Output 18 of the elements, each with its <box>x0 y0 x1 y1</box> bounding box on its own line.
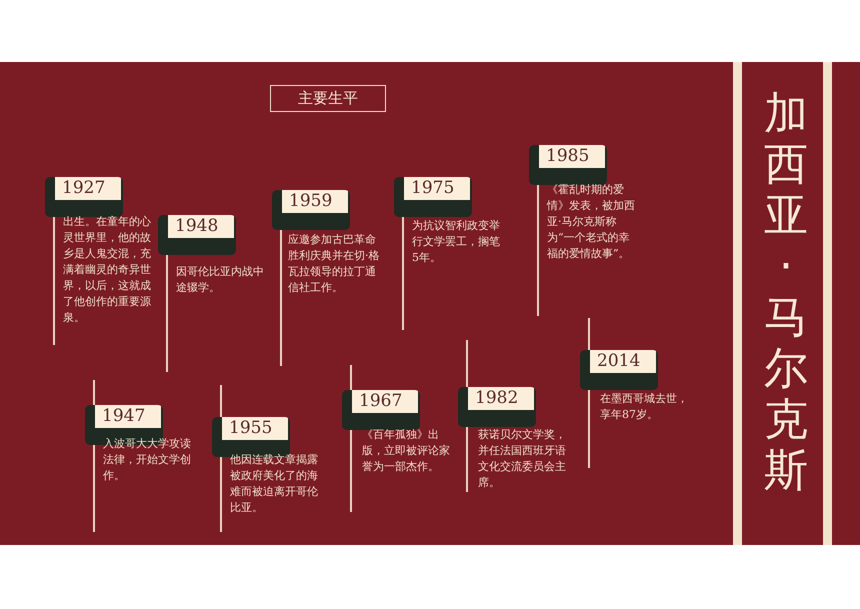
year-tag: 1948 <box>158 215 236 255</box>
vertical-title: 加西亚·马尔克斯 <box>763 88 809 496</box>
event-description: 《百年孤独》出版，立即被评论家誉为一部杰作。 <box>362 427 451 475</box>
year-tag: 1975 <box>394 177 472 217</box>
event-description: 应邀参加古巴革命胜利庆典并在切·格瓦拉领导的拉丁通信社工作。 <box>288 232 380 296</box>
event-description: 出生。在童年的心灵世界里，他的故乡是人鬼交混，充满着幽灵的奇异世界，以后，这就成了他创作的重要源泉。 <box>63 214 152 326</box>
event-description: 为抗议智利政变举行文学罢工，搁笔5年。 <box>412 218 501 266</box>
year-tag: 1927 <box>45 177 123 217</box>
year-tag: 1985 <box>529 145 607 185</box>
heading-box: 主要生平 <box>270 85 386 112</box>
event-description: 因哥伦比亚内战中途辍学。 <box>176 264 265 296</box>
year-tag: 1959 <box>272 190 350 230</box>
event-description: 获诺贝尔文学奖，并任法国西班牙语文化交流委员会主席。 <box>478 427 567 491</box>
year-tag: 1967 <box>342 390 420 430</box>
event-description: 《霍乱时期的爱情》发表，被加西亚·马尔克斯称为“一个老式的幸福的爱情故事”。 <box>547 182 636 262</box>
year-tag: 2014 <box>580 350 658 390</box>
year-tag: 1982 <box>458 387 536 427</box>
event-description: 在墨西哥城去世，享年87岁。 <box>600 391 689 423</box>
